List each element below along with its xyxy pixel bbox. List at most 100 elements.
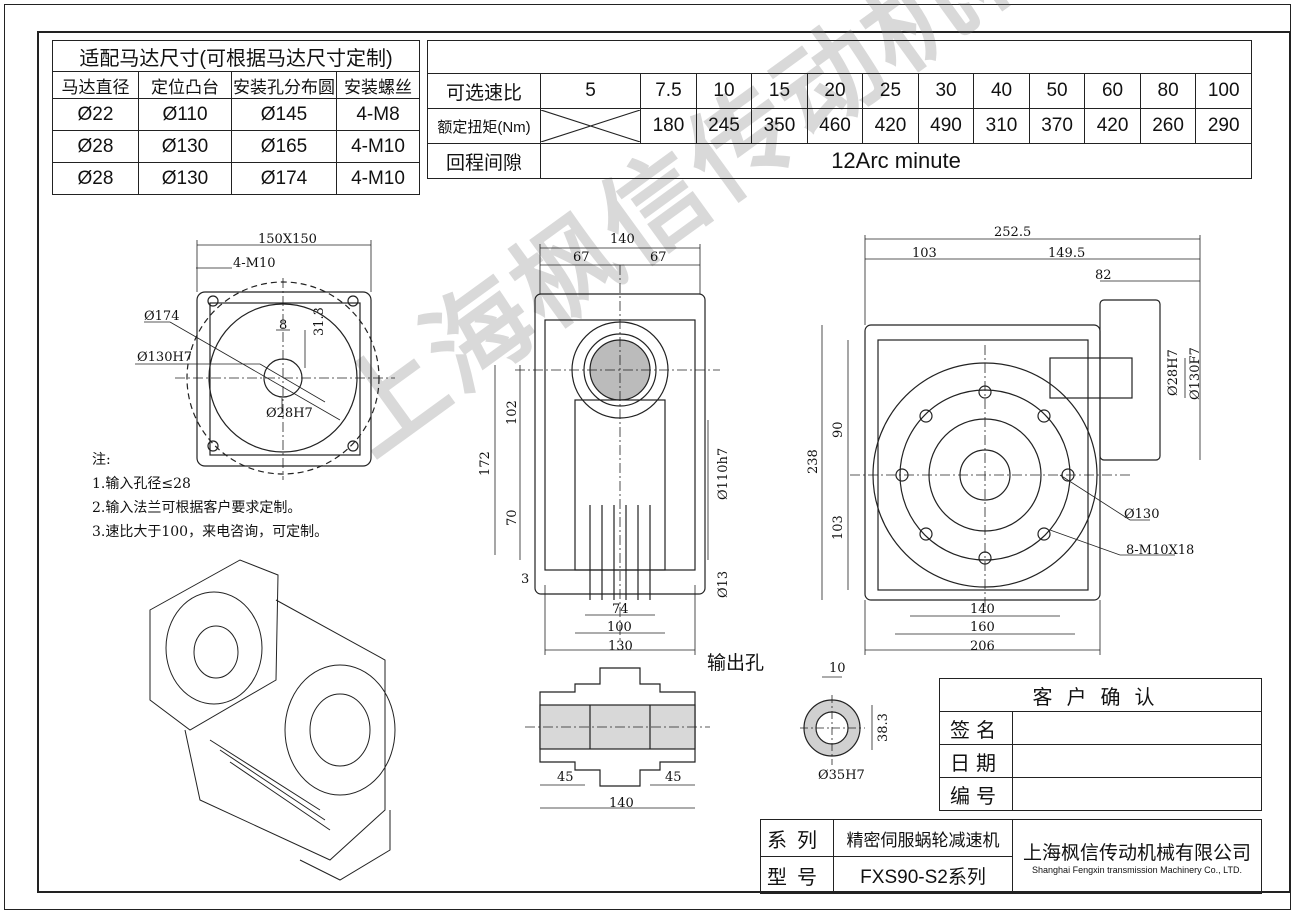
dim-28h7-shaft: Ø28H7 <box>1166 349 1181 396</box>
dim-130f7: Ø130F7 <box>1188 347 1203 400</box>
dim-90: 90 <box>831 421 846 438</box>
motor-cell: 4-M10 <box>336 130 420 163</box>
series-label: 系列 <box>760 819 834 857</box>
motor-header: 定位凸台 <box>138 71 232 99</box>
dim-flange-key: 8 <box>279 318 288 333</box>
model-label: 型号 <box>760 856 834 894</box>
ratio-torque-table: 可选速比 5 7.5 10 15 20 25 30 40 50 60 80 10… <box>427 40 1252 179</box>
notes-title: 注: <box>92 452 111 468</box>
dim-172: 172 <box>478 451 493 476</box>
backlash-value: 12Arc minute <box>540 143 1252 179</box>
motor-cell: Ø145 <box>231 98 337 131</box>
confirm-date-field[interactable] <box>1012 744 1262 778</box>
motor-cell: 4-M8 <box>336 98 420 131</box>
right-front-view <box>821 235 1201 655</box>
dim-width-140: 140 <box>610 232 635 247</box>
dim-252-5: 252.5 <box>994 225 1032 240</box>
ratio-cell: 10 <box>695 73 753 109</box>
dim-67-right: 67 <box>650 250 667 265</box>
dim-110h7: Ø110h7 <box>716 447 731 500</box>
dim-140-base: 140 <box>970 602 995 617</box>
ratio-cell: 100 <box>1195 73 1252 109</box>
note-item: 3.速比大于100，来电咨询，可定制。 <box>92 524 329 540</box>
ratio-row: 可选速比 5 7.5 10 15 20 25 30 40 50 60 80 10… <box>427 73 1252 109</box>
drawing-frame <box>37 31 1291 893</box>
confirm-sign-field[interactable] <box>1012 711 1262 745</box>
motor-cell: Ø174 <box>231 162 337 195</box>
dim-45-left: 45 <box>557 770 574 785</box>
dim-238: 238 <box>806 449 821 474</box>
company-name-cn: 上海枫信传动机械有限公司 <box>1022 843 1251 864</box>
motor-header: 安装螺丝 <box>336 71 420 99</box>
motor-cell: Ø130 <box>138 162 232 195</box>
table-row: Ø28 Ø130 Ø165 4-M10 <box>52 130 420 163</box>
dim-100: 100 <box>607 620 632 635</box>
confirm-number-field[interactable] <box>1012 777 1262 811</box>
flange-view <box>135 240 395 480</box>
dim-3: 3 <box>521 572 530 587</box>
torque-cell: 350 <box>751 108 808 144</box>
dim-103-top: 103 <box>912 246 937 261</box>
backlash-row: 回程间隙 12Arc minute <box>427 143 1252 179</box>
motor-size-table: 适配马达尺寸(可根据马达尺寸定制) 马达直径 定位凸台 安装孔分布圆 安装螺丝 … <box>52 40 420 195</box>
dim-206: 206 <box>970 639 995 654</box>
center-side-view <box>494 244 720 655</box>
dim-82: 82 <box>1095 268 1112 283</box>
dim-flange-pcd: Ø174 <box>144 309 180 324</box>
confirm-number-label: 编号 <box>939 777 1013 811</box>
output-shaft-section <box>525 667 710 809</box>
dim-160: 160 <box>970 620 995 635</box>
motor-cell: Ø28 <box>52 162 139 195</box>
motor-cell: Ø110 <box>138 98 232 131</box>
dim-140-shaft: 140 <box>609 796 634 811</box>
motor-cell: Ø28 <box>52 130 139 163</box>
torque-cell: 420 <box>862 108 919 144</box>
torque-cell-empty <box>539 108 642 144</box>
torque-cell: 490 <box>917 108 975 144</box>
company-name-en: Shanghai Fengxin transmission Machinery … <box>1032 865 1242 875</box>
dim-flange-bore: Ø28H7 <box>266 406 313 421</box>
table-row: Ø28 Ø130 Ø174 4-M10 <box>52 162 420 195</box>
dim-flange-keyway: 31.3 <box>312 307 327 336</box>
dim-102: 102 <box>505 400 520 425</box>
dim-flange-size: 150X150 <box>258 232 317 247</box>
torque-cell: 290 <box>1195 108 1252 144</box>
dim-103-vert: 103 <box>831 515 846 540</box>
motor-cell: 4-M10 <box>336 162 420 195</box>
dim-13: Ø13 <box>716 570 731 598</box>
note-item: 2.输入法兰可根据客户要求定制。 <box>92 500 302 516</box>
notes: 注: 1.输入孔径≤28 2.输入法兰可根据客户要求定制。 3.速比大于100，… <box>92 448 328 544</box>
motor-cell: Ø130 <box>138 130 232 163</box>
ratio-table-blank-row <box>427 40 1252 74</box>
confirm-sign-label: 签名 <box>939 711 1013 745</box>
motor-cell: Ø165 <box>231 130 337 163</box>
dim-flange-bolts: 4-M10 <box>233 256 276 271</box>
confirm-date-label: 日期 <box>939 744 1013 778</box>
isometric-view <box>149 559 396 881</box>
backlash-label: 回程间隙 <box>427 143 541 179</box>
ratio-cell: 25 <box>862 73 919 109</box>
title-block: 系列 精密伺服蜗轮减速机 上海枫信传动机械有限公司 Shanghai Fengx… <box>760 819 1262 894</box>
series-value: 精密伺服蜗轮减速机 <box>833 819 1013 857</box>
dim-35h7: Ø35H7 <box>818 768 865 783</box>
dim-flange-pilot: Ø130H7 <box>137 350 193 365</box>
cross-mark <box>541 110 641 142</box>
ratio-label: 可选速比 <box>427 73 541 109</box>
dim-74: 74 <box>612 602 629 617</box>
ratio-cell: 30 <box>917 73 975 109</box>
dim-70: 70 <box>505 509 520 526</box>
motor-table-title: 适配马达尺寸(可根据马达尺寸定制) <box>52 40 420 72</box>
dim-10-key: 10 <box>829 661 846 676</box>
dim-130-bore: Ø130 <box>1124 507 1160 522</box>
torque-cell: 260 <box>1139 108 1197 144</box>
motor-header: 马达直径 <box>52 71 139 99</box>
dim-45-right: 45 <box>665 770 682 785</box>
output-hole-label: 输出孔 <box>707 652 765 674</box>
dim-130: 130 <box>608 639 633 654</box>
note-item: 1.输入孔径≤28 <box>92 476 191 492</box>
ratio-cell: 7.5 <box>640 73 697 109</box>
customer-confirm-table: 客户确认 签名 日期 编号 <box>939 678 1262 811</box>
ratio-cell: 50 <box>1028 73 1086 109</box>
model-value: FXS90-S2系列 <box>833 856 1013 894</box>
